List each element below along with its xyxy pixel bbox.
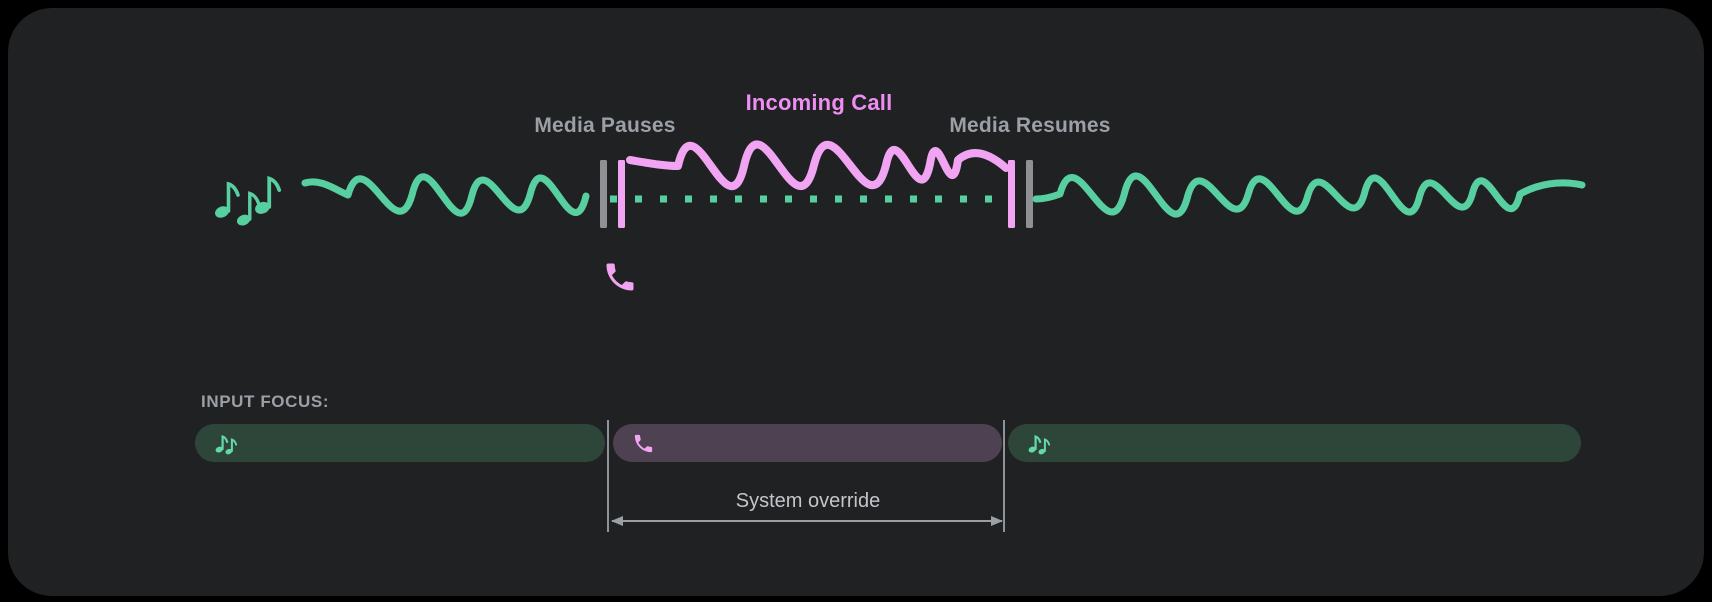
media-pauses-label: Media Pauses [534, 114, 676, 137]
override-boundary-line [1003, 420, 1005, 532]
pause-marker-gray [600, 160, 607, 228]
focus-segment-media-before [195, 424, 605, 462]
pause-marker-pink [618, 160, 625, 228]
music-notes-icon [215, 175, 282, 226]
override-boundary-line [607, 420, 609, 532]
audio-focus-diagram-card: Media Pauses Incoming Call Media Resumes [8, 8, 1704, 596]
media-resumes-label: Media Resumes [949, 114, 1111, 137]
phone-icon [606, 263, 634, 291]
arrowhead-right-icon [991, 516, 1003, 526]
system-override-label: System override [735, 490, 881, 512]
system-override-arrow [611, 516, 1003, 526]
incoming-call-label: Incoming Call [745, 90, 893, 115]
call-wave [626, 140, 1010, 190]
media-wave-after [1032, 172, 1586, 218]
music-notes-icon [1028, 434, 1051, 454]
focus-segment-media-after [1008, 424, 1581, 462]
input-focus-heading: INPUT FOCUS: [201, 392, 330, 411]
focus-segment-call [613, 424, 1002, 462]
media-wave-before [301, 173, 590, 217]
timeline-diagram [215, 140, 1586, 291]
music-notes-icon [215, 434, 238, 454]
phone-icon [634, 434, 653, 452]
arrowhead-left-icon [611, 516, 623, 526]
resume-marker-pink [1008, 160, 1015, 228]
resume-marker-gray [1026, 160, 1033, 228]
